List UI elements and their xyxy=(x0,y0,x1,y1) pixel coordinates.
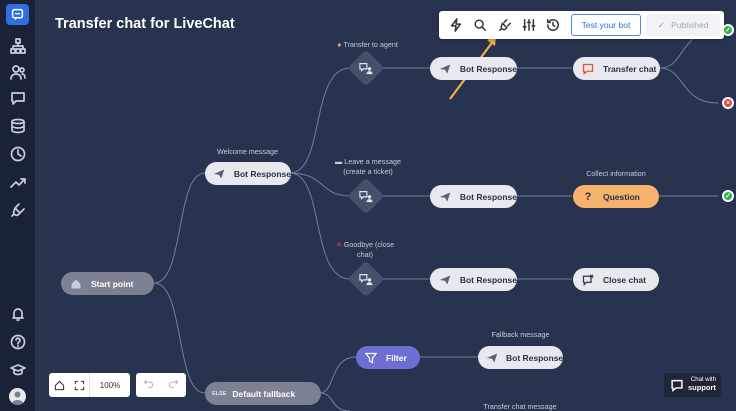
transfer-agent-label: ● Transfer to agent xyxy=(337,40,398,49)
send-icon xyxy=(213,167,226,181)
agent-icon: ● xyxy=(337,40,342,49)
transfer-chat-label: Transfer chat xyxy=(603,63,657,74)
lightning-icon[interactable] xyxy=(447,16,465,34)
send-icon xyxy=(486,351,498,365)
chat-with-support-button[interactable]: Chat with support xyxy=(664,373,721,397)
ticket-bot-response-node[interactable]: Bot Response xyxy=(430,185,517,208)
plug-icon[interactable] xyxy=(496,16,514,34)
question-icon: ? xyxy=(584,190,592,203)
academy-icon[interactable] xyxy=(8,360,27,379)
collect-info-label: Collect information xyxy=(586,169,646,178)
support-line2: support xyxy=(688,383,716,392)
fit-screen-icon[interactable] xyxy=(69,373,89,397)
leave-message-label: ▬ Leave a message (create a ticket) xyxy=(335,157,401,176)
default-fallback-node[interactable]: ELSE Default fallback xyxy=(205,382,321,405)
sidebar xyxy=(0,0,35,411)
bot-response-label: Bot Response xyxy=(459,63,517,74)
transfer-chat-message-label: Transfer chat message xyxy=(483,402,557,411)
integrations-plug-icon[interactable] xyxy=(8,200,27,219)
help-icon[interactable] xyxy=(8,332,27,351)
database-icon[interactable] xyxy=(8,116,27,135)
zoom-level[interactable]: 100% xyxy=(99,380,121,390)
published-status[interactable]: ✓ Published xyxy=(646,14,720,36)
chat-icon[interactable] xyxy=(8,88,27,107)
users-icon[interactable] xyxy=(8,62,27,81)
published-label: Published xyxy=(671,20,709,30)
redo-icon[interactable] xyxy=(168,376,179,394)
default-fallback-label: Default fallback xyxy=(232,388,296,399)
support-line1: Chat with xyxy=(690,377,716,383)
page-title: Transfer chat for LiveChat xyxy=(55,16,235,32)
close-icon: ✕ xyxy=(335,240,342,249)
goodbye-label: ✕ Goodbye (close chat) xyxy=(335,240,395,259)
structure-icon[interactable] xyxy=(8,36,27,55)
error-icon: × xyxy=(722,97,734,109)
home-icon xyxy=(69,277,83,291)
bot-response-label: Bot Response xyxy=(459,191,517,202)
avatar[interactable] xyxy=(9,388,26,405)
fallback-bot-response-node[interactable]: Bot Response xyxy=(478,346,563,369)
else-tag: ELSE xyxy=(212,390,227,397)
transfer-chat-node[interactable]: Transfer chat xyxy=(573,57,660,80)
undo-icon[interactable] xyxy=(143,376,154,394)
fallback-message-label: Fallback message xyxy=(491,330,550,339)
welcome-message-label: Welcome message xyxy=(217,147,278,156)
user-input-icon xyxy=(358,271,374,287)
send-icon xyxy=(438,190,452,204)
success-icon: ✓ xyxy=(722,190,734,202)
filter-label: Filter xyxy=(386,352,407,363)
trending-icon[interactable] xyxy=(8,172,27,191)
close-chat-label: Close chat xyxy=(603,274,646,285)
bell-icon[interactable] xyxy=(8,304,27,323)
welcome-bot-response-node[interactable]: Bot Response xyxy=(205,162,291,185)
start-point-label: Start point xyxy=(91,278,134,289)
send-icon xyxy=(438,62,452,76)
bot-response-label: Bot Response xyxy=(233,168,291,179)
transfer-bot-response-node[interactable]: Bot Response xyxy=(430,57,517,80)
home-icon[interactable] xyxy=(49,373,69,397)
question-node[interactable]: ? Question xyxy=(573,185,659,208)
user-input-icon xyxy=(358,188,374,204)
chat-bubble-icon xyxy=(671,379,683,392)
sliders-icon[interactable] xyxy=(520,16,538,34)
success-icon: ✓ xyxy=(722,24,734,36)
close-chat-node[interactable]: Close chat xyxy=(573,268,659,291)
chatbot-logo-icon[interactable] xyxy=(6,4,29,25)
ticket-icon: ▬ xyxy=(335,157,343,166)
close-chat-icon xyxy=(581,273,595,287)
user-input-icon xyxy=(358,60,374,76)
bot-response-label: Bot Response xyxy=(459,274,517,285)
send-icon xyxy=(438,273,452,287)
question-label: Question xyxy=(603,191,640,202)
filter-icon xyxy=(364,351,378,365)
check-icon: ✓ xyxy=(657,19,666,30)
zoom-controls: 100% xyxy=(49,373,130,397)
toolbar: Test your bot ✓ Published xyxy=(439,11,724,39)
filter-node[interactable]: Filter xyxy=(356,346,420,369)
start-point-node[interactable]: Start point xyxy=(61,272,154,295)
clock-icon[interactable] xyxy=(8,144,27,163)
transfer-chat-icon xyxy=(581,62,595,76)
goodbye-bot-response-node[interactable]: Bot Response xyxy=(430,268,517,291)
search-icon[interactable] xyxy=(471,16,489,34)
bot-response-label: Bot Response xyxy=(506,352,564,363)
history-icon[interactable] xyxy=(544,16,562,34)
undo-redo-controls xyxy=(136,373,186,397)
test-bot-button[interactable]: Test your bot xyxy=(571,14,641,36)
